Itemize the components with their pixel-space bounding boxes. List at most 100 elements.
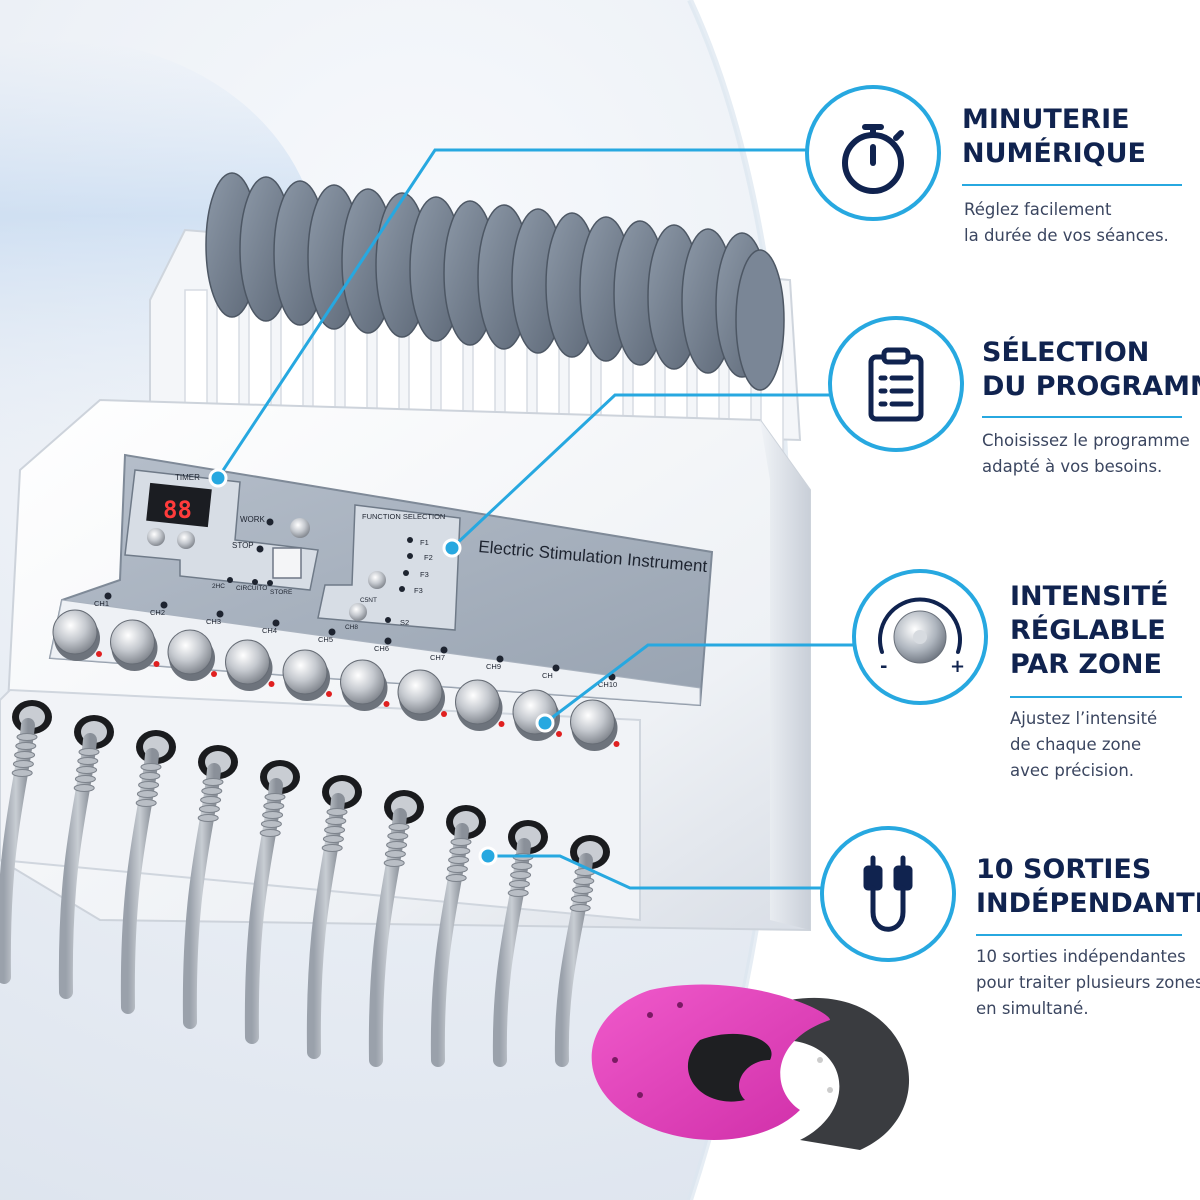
- intensity-knob-icon: - +: [878, 597, 965, 677]
- cable-ridge: [264, 793, 286, 801]
- desc-line: adapté à vos besoins.: [982, 457, 1163, 476]
- feature-outputs-divider: [976, 934, 1182, 936]
- desc-line: pour traiter plusieurs zones: [976, 973, 1200, 992]
- stopwatch-icon: [842, 124, 904, 194]
- channel-indicator: [328, 628, 336, 636]
- f1-label: F1: [420, 538, 429, 547]
- channel-indicator: [440, 646, 448, 654]
- cable-ridge: [570, 895, 592, 903]
- channel-led: [326, 691, 332, 697]
- channel-label: CH: [542, 671, 553, 680]
- cable-ridge: [139, 772, 161, 780]
- cable-ridge: [322, 835, 344, 843]
- title-line: 10 SORTIES: [976, 854, 1152, 885]
- channel-label: CH3: [206, 617, 221, 626]
- store-label: STORE: [270, 589, 293, 596]
- cable-ridge: [198, 805, 220, 813]
- cable-ridge: [507, 889, 529, 897]
- channel-led: [96, 651, 102, 657]
- cable-ridge: [388, 823, 410, 831]
- cable-ridge: [446, 865, 468, 873]
- feature-timer-title: MINUTERIE NUMÉRIQUE: [962, 103, 1146, 171]
- desc-line: 10 sorties indépendantes: [976, 947, 1186, 966]
- function-selection-label: FUNCTION SELECTION: [362, 512, 445, 521]
- channel-label: CH1: [94, 599, 109, 608]
- program-callout-dot: [442, 538, 462, 558]
- channel-led: [153, 661, 160, 667]
- desc-line: en simultané.: [976, 999, 1089, 1018]
- cable-ridge: [386, 841, 408, 849]
- cable-ridge: [321, 844, 343, 852]
- title-line: PAR ZONE: [1010, 649, 1162, 680]
- cable-ridge: [449, 847, 471, 855]
- channel-led: [556, 731, 562, 737]
- cable-ridge: [73, 784, 95, 792]
- channel-knob: [110, 619, 155, 665]
- desc-line: la durée de vos séances.: [964, 226, 1169, 245]
- cable-ridge: [138, 781, 160, 789]
- timer-display: 88: [163, 496, 192, 524]
- cable-ridge: [450, 838, 472, 846]
- channel-indicator: [160, 601, 168, 609]
- cable-ridge: [12, 760, 34, 768]
- output-jacks: [0, 700, 610, 1067]
- cable-ridge: [569, 904, 591, 912]
- channel-led: [613, 741, 620, 747]
- feature-intensity-description: Ajustez l’intensité de chaque zone avec …: [1010, 706, 1157, 784]
- channel-knob: [455, 679, 500, 725]
- channel-knobs: [52, 609, 620, 751]
- channel-knob: [397, 669, 443, 715]
- channel-knob: [225, 639, 270, 685]
- cable-ridge: [14, 751, 36, 759]
- cable-ridge: [15, 742, 37, 750]
- cable-ridge: [324, 826, 346, 834]
- cable-icon: [863, 855, 913, 932]
- timer-callout-dot: [208, 468, 228, 488]
- channel-knob: [282, 649, 328, 695]
- cable-ridge: [135, 799, 157, 807]
- outputs-callout-dot: [478, 846, 498, 866]
- cable-ridge: [260, 820, 282, 828]
- feature-outputs-title: 10 SORTIES INDÉPENDANTES: [976, 853, 1200, 921]
- channel-led: [441, 711, 447, 717]
- gray-electrode-pad: [735, 249, 785, 391]
- cable-ridge: [201, 787, 223, 795]
- desc-line: avec précision.: [1010, 761, 1135, 780]
- clipboard-feature-circle: [828, 316, 964, 452]
- channel-indicator: [104, 592, 112, 600]
- s2-label: S2: [400, 618, 409, 627]
- feature-outputs-description: 10 sorties indépendantes pour traiter pl…: [976, 944, 1200, 1022]
- feature-timer-divider: [962, 184, 1182, 186]
- cable-ridge: [202, 778, 224, 786]
- circuit-label: CIRCUITO: [236, 585, 267, 592]
- f3-label: F3: [420, 570, 429, 579]
- hz-label: 2HC: [212, 583, 225, 590]
- store-button: [272, 547, 302, 579]
- desc-line: de chaque zone: [1010, 735, 1142, 754]
- channel-label: CH7: [430, 653, 445, 662]
- channel-indicator: [496, 655, 504, 663]
- intensity-callout-dot: [535, 713, 555, 733]
- cable-ridge: [325, 817, 347, 825]
- cable-ridge: [197, 814, 219, 822]
- cable-ridge: [511, 862, 533, 870]
- feature-intensity-divider: [1010, 696, 1182, 698]
- cable-ridge: [387, 832, 409, 840]
- title-line: INDÉPENDANTES: [976, 888, 1200, 919]
- cable-ridge: [259, 829, 281, 837]
- stopwatch-feature-circle: [805, 85, 941, 221]
- ch8-label: CH8: [345, 624, 358, 631]
- intensity-feature-circle: - +: [852, 569, 988, 705]
- cont-label: C5NT: [360, 597, 377, 604]
- cable-ridge: [510, 871, 532, 879]
- channel-label: CH4: [262, 626, 277, 635]
- cable-ridge: [140, 763, 162, 771]
- cable-ridge: [448, 856, 470, 864]
- clipboard-icon: [868, 347, 924, 422]
- channel-led: [498, 721, 505, 727]
- cable-feature-circle: [820, 826, 956, 962]
- f2-label: F2: [424, 553, 433, 562]
- title-line: INTENSITÉ: [1010, 581, 1169, 612]
